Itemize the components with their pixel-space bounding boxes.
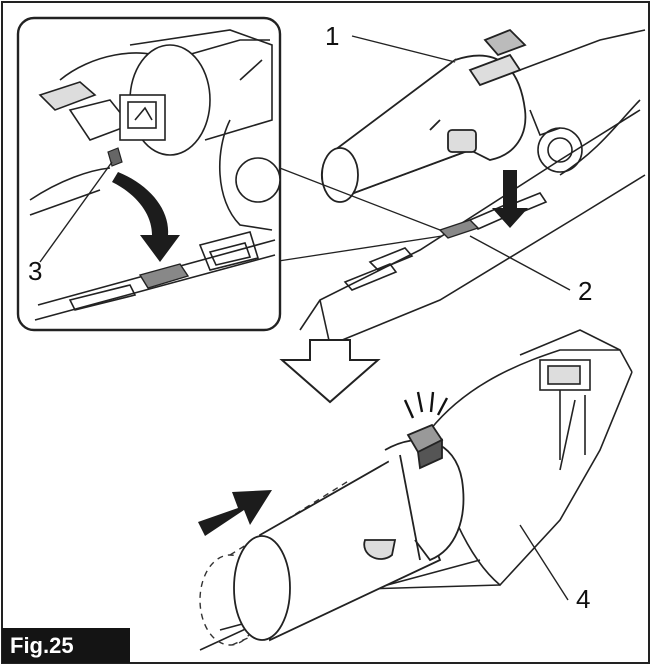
tool-body-bottom	[199, 329, 633, 651]
battery-top	[320, 28, 527, 203]
zoom-line-upper	[271, 164, 441, 231]
curved-arrow-icon	[112, 172, 180, 262]
callout-2-leader	[469, 235, 571, 291]
callout-1-label: 1	[325, 21, 339, 51]
detail-inset: 3	[16, 16, 282, 332]
push-arrow-icon	[198, 490, 272, 536]
callout-3-leader	[39, 161, 113, 263]
click-lines-icon	[403, 391, 449, 419]
tool-body-top	[299, 29, 646, 346]
callout-4-leader	[519, 524, 569, 601]
battery-bottom	[233, 423, 465, 642]
figure-label-box	[2, 628, 130, 663]
callout-1-leader	[351, 35, 456, 63]
callout-2-label: 2	[578, 276, 592, 306]
latch-tab-top	[438, 219, 480, 239]
figure-label: Fig.25	[10, 633, 74, 658]
latch-tab-inset	[138, 263, 190, 289]
step-arrow-icon	[279, 339, 381, 404]
callout-4-label: 4	[576, 584, 590, 614]
zoom-line-lower	[271, 235, 443, 263]
callout-3-label: 3	[28, 256, 42, 286]
down-arrow-icon	[492, 170, 528, 228]
